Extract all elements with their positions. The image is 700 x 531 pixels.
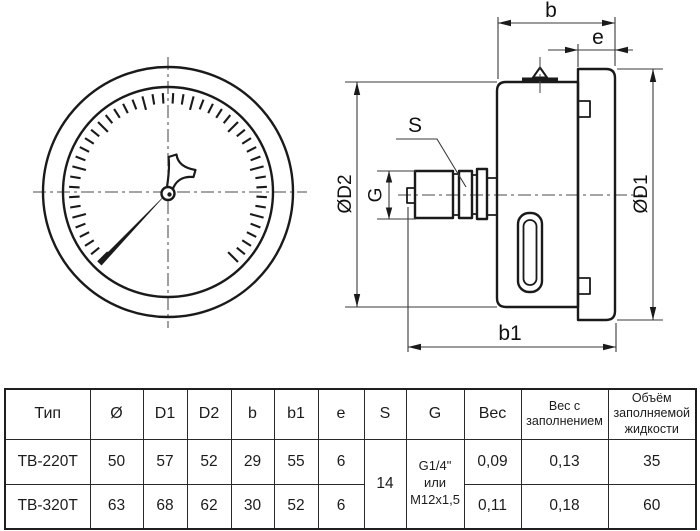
dimensions: b e b1 ØD2 xyxy=(335,0,663,352)
col-header-weight: Вес xyxy=(463,388,522,440)
dim-label-e: e xyxy=(592,26,604,49)
dimension-s: S xyxy=(396,114,467,188)
cell-b: 30 xyxy=(230,483,275,530)
col-header-volume: Объём заполняемой жидкости xyxy=(607,388,697,440)
table-row: ТВ-320Т 63 68 62 30 52 6 0,11 0,18 60 xyxy=(4,483,697,530)
needle-counterweight xyxy=(165,153,197,192)
case-slot-inner xyxy=(522,219,538,286)
cell-d1: 57 xyxy=(142,438,188,485)
dim-label-d1: ØD1 xyxy=(631,174,652,213)
gauge-front-view xyxy=(33,57,307,328)
col-header-diam: Ø xyxy=(89,388,144,440)
cell-d1: 68 xyxy=(142,483,188,530)
cell-weight: 0,11 xyxy=(463,483,522,530)
dimension-b: b xyxy=(497,0,616,79)
needle xyxy=(98,190,170,266)
dim-label-d2: ØD2 xyxy=(335,174,356,213)
fitting-collar xyxy=(475,167,489,221)
col-header-e: e xyxy=(317,388,365,440)
col-header-b: b xyxy=(230,388,275,440)
col-header-type: Тип xyxy=(4,388,91,440)
cell-e: 6 xyxy=(317,483,365,530)
cell-d2: 52 xyxy=(186,438,232,485)
col-header-b1: b1 xyxy=(273,388,319,440)
fitting-neck xyxy=(486,177,498,216)
cell-weight-filled: 0,18 xyxy=(520,483,609,530)
table-row: ТВ-220Т 50 57 52 29 55 6 14 G1/4" или M1… xyxy=(4,438,697,530)
dimension-g: G xyxy=(366,170,416,220)
dim-label-s: S xyxy=(408,114,422,137)
technical-drawing: b e b1 ØD2 xyxy=(33,0,663,352)
cell-e: 6 xyxy=(317,438,365,485)
rear-flange xyxy=(576,67,617,322)
cell-weight: 0,09 xyxy=(463,438,522,485)
flange-clip-top xyxy=(577,100,591,118)
dimension-b1: b1 xyxy=(407,207,617,352)
col-header-d1: D1 xyxy=(142,388,188,440)
spec-table-container: Тип Ø D1 D2 b b1 e S G Вес Вес с заполне… xyxy=(4,388,697,530)
cell-d2: 62 xyxy=(186,483,232,530)
cell-diam: 63 xyxy=(89,483,144,530)
top-plug-triangle xyxy=(531,65,549,79)
dimension-e: e xyxy=(548,26,633,67)
dial-tick-marks xyxy=(69,93,267,263)
dim-label-g: G xyxy=(366,188,387,203)
cell-diam: 50 xyxy=(89,438,144,485)
bezel-outer-circle xyxy=(41,65,295,319)
cell-type: ТВ-220Т xyxy=(4,438,91,485)
col-header-weight-filled: Вес с заполнением xyxy=(520,388,609,440)
dimension-d2: ØD2 xyxy=(335,81,497,308)
cell-b1: 55 xyxy=(273,438,319,485)
dim-label-b: b xyxy=(545,0,557,22)
col-header-d2: D2 xyxy=(186,388,232,440)
cell-g-merged: G1/4" или M12x1,5 xyxy=(405,438,465,530)
case-body xyxy=(495,80,580,309)
col-header-g: G xyxy=(405,388,465,440)
header-row: Тип Ø D1 D2 b b1 e S G Вес Вес с заполне… xyxy=(4,388,697,440)
col-header-s: S xyxy=(363,388,407,440)
cell-b: 29 xyxy=(230,438,275,485)
cell-weight-filled: 0,13 xyxy=(520,438,609,485)
dial-circle xyxy=(61,85,275,299)
needle-hub-pin xyxy=(167,192,172,197)
cell-b1: 52 xyxy=(273,483,319,530)
case-slot-outer xyxy=(516,211,544,294)
gauge-side-view xyxy=(398,57,643,322)
cell-volume: 60 xyxy=(607,483,697,530)
spec-table: Тип Ø D1 D2 b b1 e S G Вес Вес с заполне… xyxy=(4,388,697,530)
cell-volume: 35 xyxy=(607,438,697,485)
dim-label-b1: b1 xyxy=(498,322,521,345)
top-plate xyxy=(522,77,558,82)
cell-s-merged: 14 xyxy=(363,438,407,530)
dimension-d1: ØD1 xyxy=(617,68,663,321)
cell-type: ТВ-320Т xyxy=(4,483,91,530)
flange-clip-bottom xyxy=(577,277,591,295)
